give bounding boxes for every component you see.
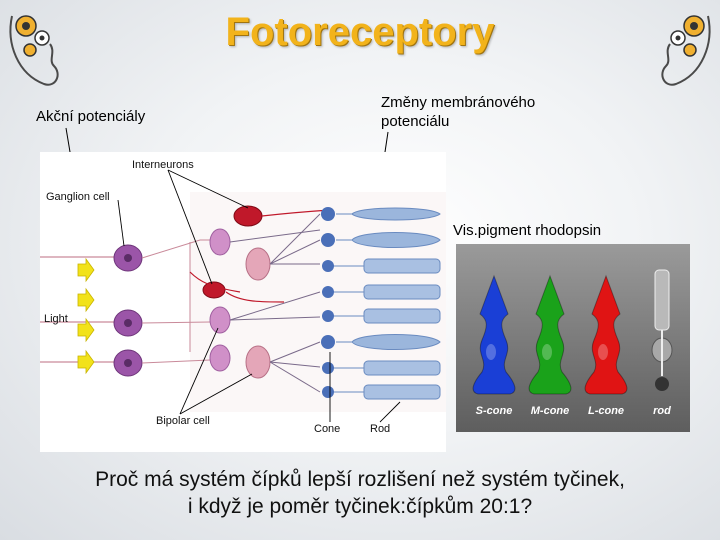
slide-title: Fotoreceptory	[225, 10, 495, 54]
question-text: Proč má systém čípků lepší rozlišení než…	[20, 466, 700, 520]
photoreceptor-shape-l-cone	[584, 274, 628, 395]
question-line1: Proč má systém čípků lepší rozlišení než…	[95, 468, 625, 491]
interneurons-label: Interneurons	[132, 159, 194, 171]
visual-pigment-label: Vis.pigment rhodopsin	[453, 222, 602, 239]
photoreceptor-shape-rod	[651, 269, 673, 391]
ganglion-cells	[113, 244, 143, 377]
cone-label: Cone	[314, 423, 340, 435]
light-arrows	[77, 257, 95, 375]
photoreceptor-label-l-cone: L-cone	[588, 405, 624, 417]
rod-label: Rod	[370, 423, 390, 435]
membrane-potential-label-line1: Změny membránového	[381, 94, 536, 111]
gear-face-decoration-left	[9, 15, 59, 86]
action-potentials-label: Akční potenciály	[36, 108, 146, 125]
question-line2: i když je poměr tyčinek:čípkům 20:1?	[187, 495, 533, 518]
bipolar-cell-label: Bipolar cell	[156, 415, 210, 427]
retina-diagram: Interneurons Ganglion cell Light Bipolar…	[40, 152, 446, 452]
ganglion-cell-label: Ganglion cell	[46, 191, 110, 203]
photoreceptor-label-m-cone: M-cone	[531, 405, 570, 417]
cone-cells	[321, 207, 441, 350]
bipolar-cells	[209, 228, 271, 379]
photoreceptor-shape-s-cone	[472, 274, 516, 395]
photoreceptor-shape-m-cone	[528, 274, 572, 395]
photoreceptor-label-rod: rod	[653, 405, 671, 417]
interneurons	[189, 205, 331, 303]
light-label: Light	[44, 313, 68, 325]
photoreceptor-types-image: S-cone M-cone L-cone rod	[456, 244, 690, 432]
rod-cells	[322, 258, 441, 400]
gear-face-decoration-right	[661, 15, 711, 86]
photoreceptor-label-s-cone: S-cone	[476, 405, 513, 417]
membrane-potential-label: Změny membránového potenciálu	[381, 93, 535, 131]
membrane-potential-label-line2: potenciálu	[381, 113, 450, 130]
